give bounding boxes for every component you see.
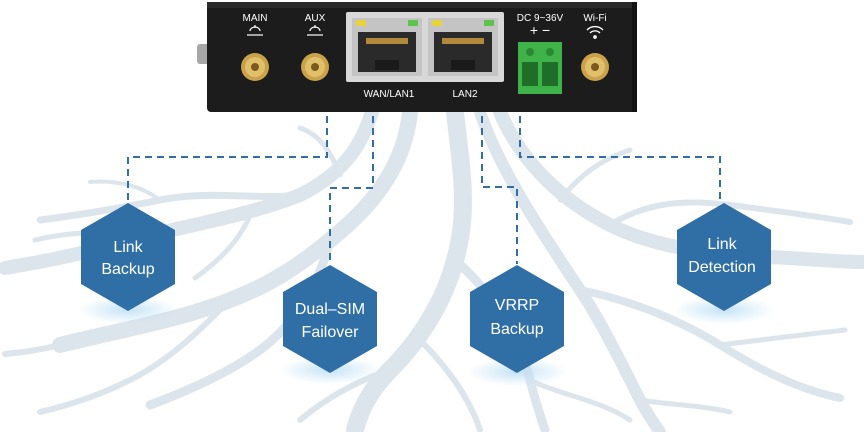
- wan-lan1-port[interactable]: [352, 18, 422, 76]
- lan2-port[interactable]: [428, 18, 498, 76]
- connector-dual-sim: [329, 116, 374, 262]
- feature-link-detection: Link Detection: [677, 203, 771, 311]
- wifi-icon: [586, 25, 604, 39]
- feature-line2: Backup: [101, 261, 154, 278]
- wan-led-yellow: [356, 20, 366, 26]
- aux-antenna-icon: [307, 25, 323, 36]
- port-label-lan2: LAN2: [452, 89, 477, 100]
- feature-dual-sim-failover: Dual–SIM Failover: [283, 265, 377, 373]
- aux-antenna-connector[interactable]: [301, 53, 329, 81]
- wifi-antenna-connector[interactable]: [581, 53, 609, 81]
- feature-line1: Link: [113, 239, 143, 256]
- router-device: MAIN AUX: [197, 2, 637, 112]
- feature-line1: Dual–SIM: [295, 301, 365, 318]
- feature-line2: Backup: [490, 321, 543, 338]
- dashed-connectors: [127, 116, 721, 264]
- wan-led-green: [408, 20, 418, 26]
- feature-line2: Failover: [302, 324, 360, 341]
- port-label-wifi: Wi-Fi: [583, 13, 606, 24]
- main-antenna-connector[interactable]: [241, 53, 269, 81]
- feature-line1: Link: [707, 236, 737, 253]
- port-label-wan-lan1: WAN/LAN1: [364, 89, 415, 100]
- feature-vrrp-backup: VRRP Backup: [470, 265, 564, 373]
- connector-link-detection: [519, 116, 721, 203]
- lan2-led-yellow: [432, 20, 442, 26]
- port-label-main: MAIN: [243, 13, 268, 24]
- port-label-power: DC 9~36V: [517, 13, 564, 24]
- feature-line2: Detection: [688, 259, 756, 276]
- lan2-led-green: [484, 20, 494, 26]
- main-antenna-icon: [247, 25, 263, 36]
- power-polarity: + −: [530, 22, 550, 38]
- port-label-aux: AUX: [305, 13, 326, 24]
- feature-link-backup: Link Backup: [81, 203, 175, 311]
- power-terminal-block[interactable]: [518, 42, 562, 94]
- connector-vrrp: [481, 116, 518, 264]
- feature-line1: VRRP: [495, 297, 539, 314]
